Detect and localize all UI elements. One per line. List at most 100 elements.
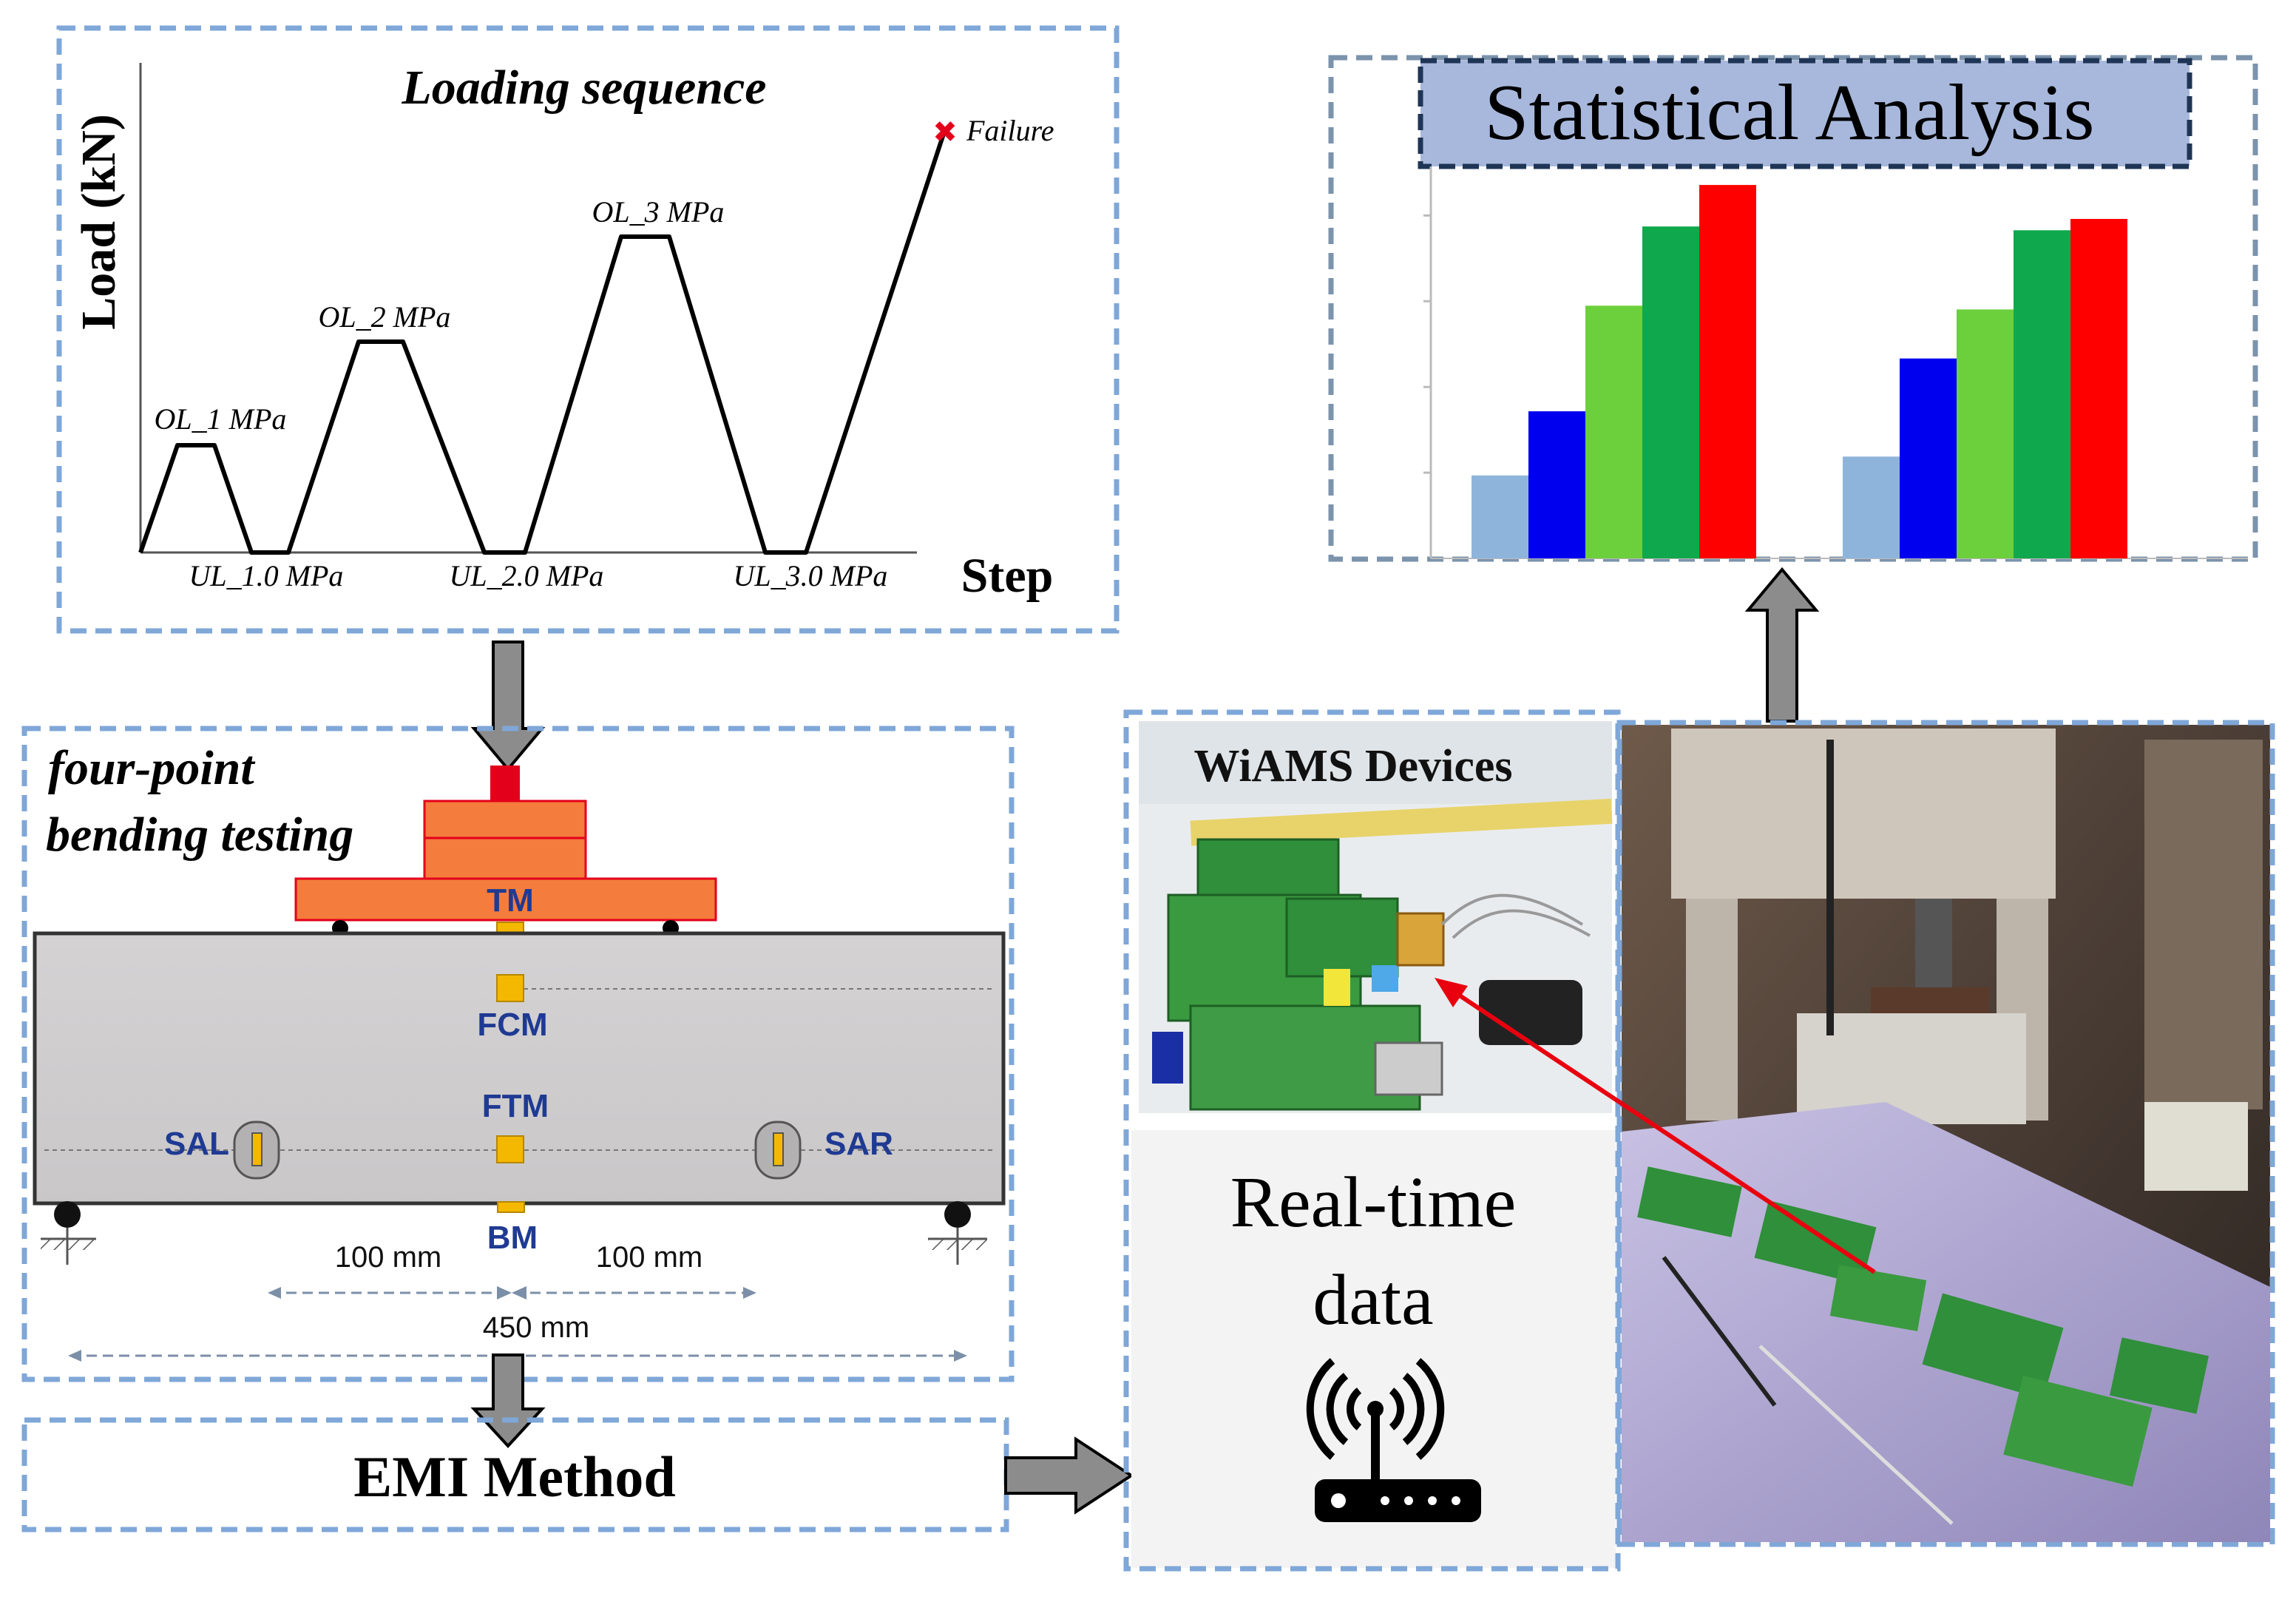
dim-arrow-head bbox=[743, 1287, 756, 1299]
emi-method-label: EMI Method bbox=[353, 1444, 675, 1509]
support-hatch-left bbox=[41, 1240, 96, 1250]
cable-line bbox=[1662, 1256, 1777, 1407]
dimension-right-label: 100 mm bbox=[596, 1241, 703, 1274]
router-body bbox=[1315, 1479, 1481, 1522]
sensor-label-bm: BM bbox=[487, 1220, 538, 1256]
sensor-label-sal: SAL bbox=[164, 1126, 229, 1162]
chart-bar bbox=[1528, 411, 1585, 558]
arrow-down-to-bending bbox=[470, 641, 546, 772]
concrete-specimen bbox=[1797, 1013, 2026, 1124]
sensor-sal bbox=[233, 1121, 280, 1180]
wiams-panel-border bbox=[1123, 709, 1621, 1572]
sensor-sar bbox=[754, 1121, 802, 1180]
device-board-5 bbox=[2003, 1375, 2153, 1487]
sensor-bm bbox=[497, 1201, 525, 1213]
usb-adapter-icon bbox=[1479, 980, 1582, 1045]
red-arrow-head bbox=[1435, 978, 1468, 1007]
peak-label-2: OL_2 MPa bbox=[319, 300, 451, 334]
chart-bar bbox=[1843, 456, 1900, 558]
chart-bar bbox=[1900, 358, 1957, 558]
dim-arrow-head bbox=[954, 1350, 967, 1362]
arrow-down-icon bbox=[470, 1353, 546, 1448]
ruler-icon bbox=[1190, 798, 1613, 846]
sensor-label-tm: TM bbox=[487, 882, 534, 919]
bending-panel-border bbox=[21, 726, 1015, 1382]
router-led-2 bbox=[1381, 1496, 1389, 1505]
router-led-4 bbox=[1428, 1496, 1437, 1505]
wiams-realtime-panel: WiAMS Devices Real-time data bbox=[1123, 709, 1621, 1572]
load-actuator-rod bbox=[490, 765, 520, 802]
wifi-wave-inner-right bbox=[1389, 1388, 1404, 1430]
load-head-middle bbox=[423, 837, 587, 880]
chart-bar bbox=[1585, 305, 1642, 558]
loading-panel-border bbox=[56, 25, 1120, 634]
chart-bar bbox=[1957, 309, 2014, 558]
dim-arrow-head bbox=[268, 1287, 281, 1299]
loading-y-axis-label: Load (kN) bbox=[72, 114, 126, 330]
bending-title-line1: four-point bbox=[48, 741, 255, 795]
support-roller-left bbox=[54, 1201, 81, 1228]
router-led-3 bbox=[1404, 1496, 1413, 1505]
trough-label-2: UL_2.0 MPa bbox=[450, 559, 604, 592]
arrow-right-icon bbox=[1004, 1436, 1134, 1515]
dimension-left-label: 100 mm bbox=[335, 1241, 442, 1274]
wifi-wave-outer-left bbox=[1306, 1358, 1335, 1460]
chart-bar bbox=[1472, 475, 1528, 558]
cable-bundle bbox=[1826, 740, 1834, 1035]
orange-pcb-icon bbox=[1396, 912, 1445, 967]
bending-title-line2: bending testing bbox=[46, 808, 353, 862]
chart-bar bbox=[2070, 219, 2127, 558]
loading-curve bbox=[138, 129, 947, 555]
side-box bbox=[2144, 1102, 2248, 1191]
wall-panel bbox=[2144, 740, 2263, 1109]
device-board-6 bbox=[2109, 1337, 2209, 1414]
chart-bar bbox=[1642, 226, 1699, 558]
wiams-devices-photo: WiAMS Devices bbox=[1139, 721, 1613, 1113]
photo-border bbox=[1616, 720, 2275, 1547]
sensor-ftm bbox=[496, 1135, 524, 1163]
dim-arrow-head bbox=[497, 1286, 512, 1299]
support-hatch-right bbox=[928, 1240, 987, 1250]
router-led-5 bbox=[1452, 1496, 1460, 1505]
sensor-label-ftm: FTM bbox=[482, 1088, 549, 1124]
cable-line bbox=[1758, 1345, 1954, 1525]
loading-x-axis-label: Step bbox=[961, 549, 1054, 603]
circuit-board-right bbox=[1285, 897, 1399, 978]
machine-column-left bbox=[1686, 899, 1738, 1121]
dim-arrow-head bbox=[512, 1286, 526, 1299]
wiams-label: WiAMS Devices bbox=[1193, 741, 1512, 791]
trough-label-3: UL_3.0 MPa bbox=[734, 559, 888, 592]
sensor-fcm bbox=[496, 974, 524, 1002]
loading-title: Loading sequence bbox=[401, 61, 766, 115]
stats-header-bar bbox=[1418, 58, 2192, 169]
support-roller-right bbox=[944, 1201, 971, 1228]
realtime-line2: data bbox=[1313, 1260, 1433, 1340]
sd-card-icon bbox=[1152, 1032, 1183, 1084]
wifi-router-icon bbox=[1306, 1358, 1481, 1522]
wifi-wave-inner-left bbox=[1347, 1388, 1362, 1430]
wifi-wave-mid-left bbox=[1326, 1373, 1349, 1445]
sar-patch bbox=[773, 1132, 784, 1166]
sensor-tm bbox=[496, 922, 524, 933]
sensor-label-sar: SAR bbox=[824, 1126, 893, 1162]
failure-marker: ✖ bbox=[932, 116, 958, 149]
arrow-down-icon bbox=[470, 641, 546, 772]
support-right bbox=[928, 1201, 987, 1265]
wiams-header-background bbox=[1139, 721, 1612, 804]
device-board-3 bbox=[1829, 1265, 1927, 1331]
device-board-2 bbox=[1754, 1200, 1877, 1285]
device-board-1 bbox=[1637, 1166, 1742, 1237]
red-indicator-arrow bbox=[1435, 978, 1876, 1274]
wifi-wave-mid-right bbox=[1402, 1373, 1425, 1445]
arrow-up-icon bbox=[1744, 567, 1820, 723]
load-spreader-beam bbox=[294, 877, 717, 922]
red-arrow-line bbox=[1452, 989, 1876, 1274]
stats-title: Statistical Analysis bbox=[1485, 69, 2095, 157]
usb-connector-icon bbox=[1374, 1041, 1443, 1096]
router-led-1 bbox=[1331, 1493, 1346, 1508]
load-head-upper bbox=[423, 800, 587, 839]
failure-label: Failure bbox=[966, 114, 1054, 147]
testing-machine-frame bbox=[1671, 729, 2056, 899]
realtime-line1: Real-time bbox=[1230, 1163, 1516, 1243]
